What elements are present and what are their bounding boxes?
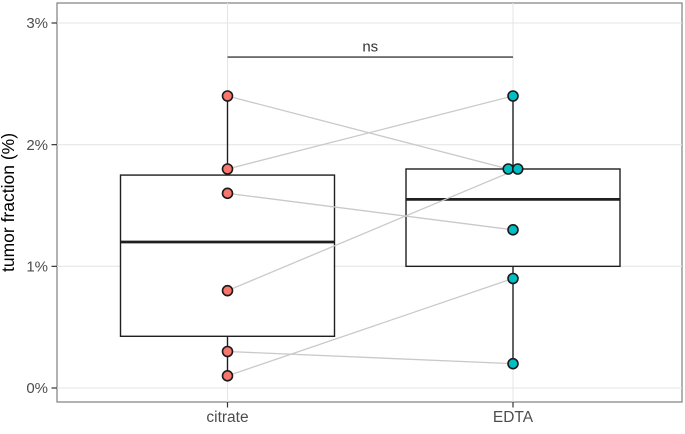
boxplot-box-EDTA (405, 168, 621, 268)
data-point-citrate (221, 163, 234, 175)
x-category-label: citrate (206, 409, 248, 426)
data-point-citrate (221, 90, 234, 102)
y-tick-label: 2% (26, 137, 48, 154)
data-point-citrate (221, 187, 234, 200)
y-tick-label: 0% (26, 380, 48, 397)
data-point-EDTA (507, 357, 519, 370)
y-tick-label: 1% (26, 259, 48, 276)
data-point-EDTA (507, 272, 519, 285)
data-point-EDTA (507, 224, 519, 236)
x-category-label: EDTA (493, 409, 534, 426)
pair-line-1 (227, 95, 514, 170)
data-point-EDTA (511, 163, 524, 175)
data-point-citrate (221, 284, 234, 297)
data-point-citrate (221, 370, 234, 382)
data-point-citrate (221, 345, 234, 358)
significance-label: ns (362, 39, 378, 56)
pair-line-3 (227, 168, 519, 292)
boxplot-box-citrate (119, 174, 336, 337)
data-point-EDTA (507, 90, 519, 102)
pair-line-4 (227, 350, 514, 365)
pair-line-2 (227, 192, 514, 231)
pair-line-5 (227, 277, 514, 377)
y-axis-title: tumor fraction (%) (0, 133, 18, 272)
y-tick-label: 3% (26, 15, 48, 32)
data-point-EDTA (502, 163, 515, 175)
